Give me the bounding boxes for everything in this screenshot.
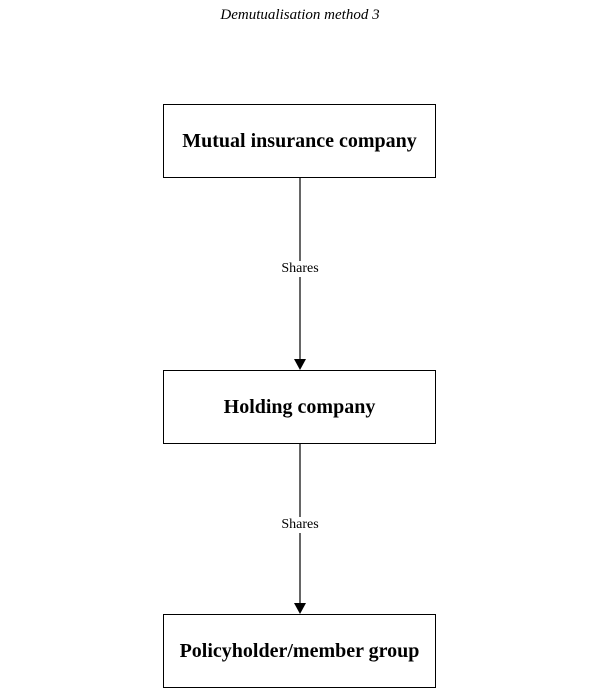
- edge-label-shares: Shares: [250, 261, 350, 277]
- arrowhead-down-icon: [294, 603, 306, 614]
- node-label: Mutual insurance company: [182, 129, 417, 152]
- diagram-title: Demutualisation method 3: [220, 7, 380, 23]
- node-label: Holding company: [223, 395, 376, 418]
- arrowhead-down-icon: [294, 359, 306, 370]
- node-policyholder-member-group: Policyholder/member group: [163, 614, 436, 688]
- node-mutual-insurance-company: Mutual insurance company: [163, 104, 436, 178]
- node-holding-company: Holding company: [163, 370, 436, 444]
- edge-label-shares: Shares: [250, 517, 350, 533]
- node-label: Policyholder/member group: [179, 639, 420, 662]
